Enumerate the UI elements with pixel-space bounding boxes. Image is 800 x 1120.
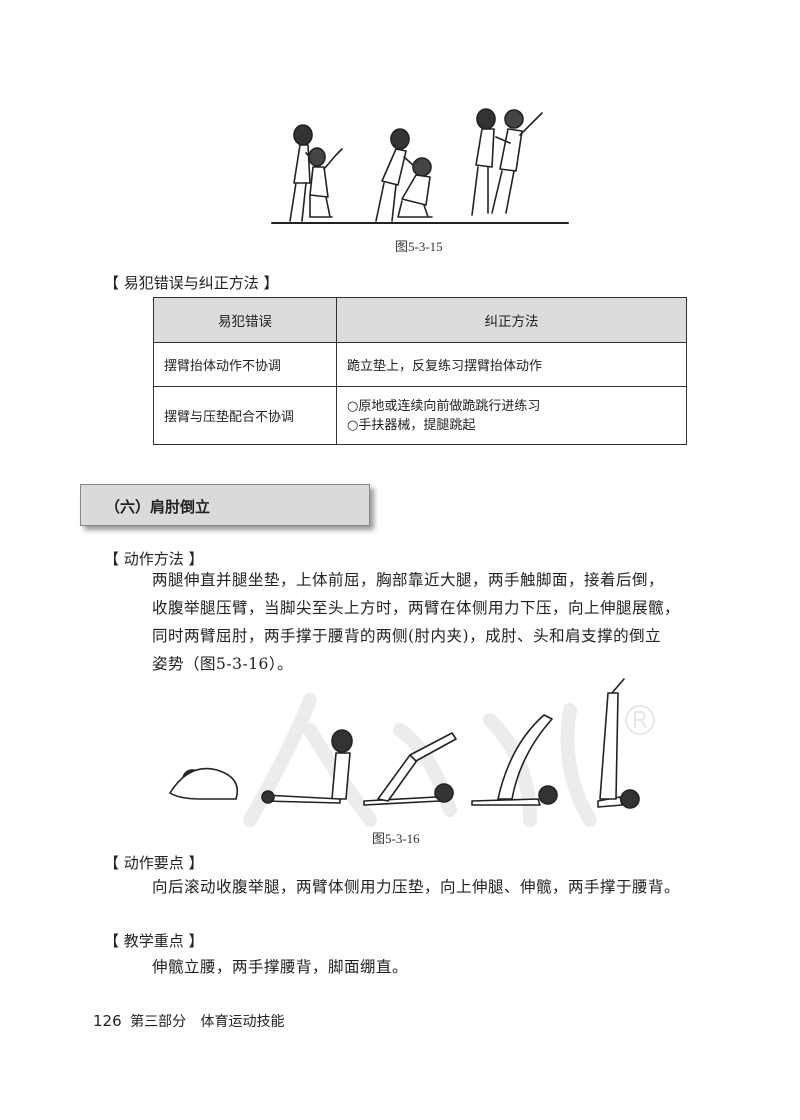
fix-line: ○手扶器械，提腿跳起 <box>347 417 476 433</box>
part-label: 第三部分 <box>130 1014 187 1030</box>
table-cell-fix: ○原地或连续向前做跪跳行进练习 ○手扶器械，提腿跳起 <box>336 386 687 445</box>
method-line: 两腿伸直并腿坐垫，上体前屈，胸部靠近大腿，两手触脚面，接着后倒， <box>152 571 665 589</box>
page-footer: 126 第三部分 体育运动技能 <box>93 1011 285 1031</box>
page-number: 126 <box>93 1012 122 1030</box>
figure-caption: 图5-3-16 <box>372 831 420 846</box>
table-row: 摆臂抬体动作不协调 跪立垫上，反复练习摆臂抬体动作 <box>153 342 687 387</box>
section-title-box: （六）肩肘倒立 <box>80 484 370 526</box>
column-header: 纠正方法 <box>336 297 687 343</box>
section-heading-teaching: 【 教学重点 】 <box>104 932 204 950</box>
table-cell-fix: 跪立垫上，反复练习摆臂抬体动作 <box>336 342 687 387</box>
figure-caption: 图5-3-15 <box>395 239 443 254</box>
table-cell-error: 摆臂与压垫配合不协调 <box>153 386 337 445</box>
column-header: 易犯错误 <box>153 297 337 343</box>
teaching-text: 伸髋立腰，两手撑腰背，脚面绷直。 <box>152 958 409 976</box>
section-heading-errors: 【 易犯错误与纠正方法 】 <box>104 274 279 292</box>
table-header-row: 易犯错误 纠正方法 <box>153 297 687 343</box>
error-correction-table: 易犯错误 纠正方法 摆臂抬体动作不协调 跪立垫上，反复练习摆臂抬体动作 摆臂与压… <box>153 297 687 445</box>
method-line: 姿势（图5-3-16）。 <box>152 655 294 673</box>
method-paragraph: 两腿伸直并腿坐垫，上体前屈，胸部靠近大腿，两手触脚面，接着后倒， 收腹举腿压臂，… <box>152 566 680 678</box>
section-heading-keypoints: 【 动作要点 】 <box>104 854 204 872</box>
keypoints-text: 向后滚动收腹举腿，两臂体侧用力压垫，向上伸腿、伸髋，两手撑于腰背。 <box>152 878 681 896</box>
table-cell-error: 摆臂抬体动作不协调 <box>153 342 337 387</box>
fix-line: ○原地或连续向前做跪跳行进练习 <box>347 398 541 414</box>
figure-5-3-16-illustration <box>169 678 640 809</box>
figure-5-3-15-illustration <box>271 108 569 224</box>
section-title: （六）肩肘倒立 <box>105 498 211 516</box>
method-line: 收腹举腿压臂，当脚尖至头上方时，两臂在体侧用力下压，向上伸腿展髋， <box>152 599 681 617</box>
part-title: 体育运动技能 <box>200 1014 285 1030</box>
method-line: 同时两臂屈肘，两手撑于腰背的两侧(肘内夹)，成肘、头和肩支撑的倒立 <box>152 627 662 645</box>
section-heading-method: 【 动作方法 】 <box>104 550 204 568</box>
table-row: 摆臂与压垫配合不协调 ○原地或连续向前做跪跳行进练习 ○手扶器械，提腿跳起 <box>153 386 687 445</box>
